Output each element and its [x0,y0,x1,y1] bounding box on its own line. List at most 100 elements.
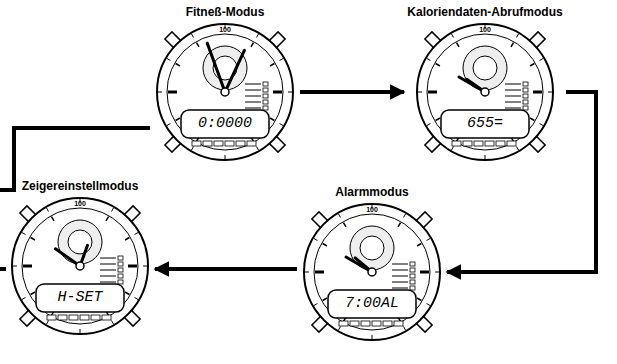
hour-tick [417,298,421,301]
mode-indicator [58,315,67,320]
scale-box [523,100,528,104]
scale-box [118,262,123,266]
bezel [304,204,440,340]
hour-tick [323,244,327,247]
mode-indicator [47,315,56,320]
mode-indicator [214,141,223,146]
hour-tick [420,271,429,274]
bezel-tick [404,327,406,330]
mode-indicator [91,315,100,320]
hour-tick [428,91,437,94]
hour-tick [344,223,347,227]
bezel [157,24,293,160]
scale-box [410,268,415,272]
bezel-tick [280,124,283,126]
bezel-tick [80,329,81,333]
hand-pivot [481,88,489,96]
scale-line [100,270,116,271]
mode-indicator [452,141,461,146]
bezel-number: 100 [357,205,387,214]
scale-box [523,88,528,92]
bezel-tick [143,266,147,267]
scale-box [263,94,268,98]
mode-indicator [192,141,201,146]
watch-mode: Kaloriendaten-Abrufmodus655=100 [404,4,566,174]
sub-dial-center [68,230,92,254]
scale-line [100,264,116,265]
hour-tick [417,244,421,247]
hour-tick [125,292,129,295]
scale-box [410,274,415,278]
mode-indicator [361,321,370,326]
mode-indicator [372,321,381,326]
watch-hand [225,50,244,92]
bezel-tick [427,124,430,126]
dial [427,34,543,150]
hour-tick [31,292,35,295]
bezel [12,198,148,334]
scale-box [118,280,123,284]
hour-tick [457,43,460,47]
hour-tick [23,265,32,268]
mode-indicator [463,141,472,146]
scale-box [118,274,123,278]
bezel-tick [192,34,194,37]
bezel-tick [47,321,49,324]
mode-indicator [485,141,494,146]
scale-line [245,90,261,91]
scale-box [118,256,123,260]
bezel-tick [517,34,519,37]
bezel-tick [288,92,292,93]
hour-tick [398,223,401,227]
mode-indicator [225,141,234,146]
sub-dial-center [360,236,384,260]
hour-tick [52,217,55,221]
mode-indicator [236,141,245,146]
lcd-display: 0:0000 [183,112,267,136]
lcd-window [328,290,416,318]
bezel-tick [225,155,226,159]
lcd-display: 7:00AL [330,292,414,316]
bezel-tick [167,59,170,61]
hour-tick [176,64,180,67]
mode-title: Kaloriendaten-Abrufmodus [404,4,566,20]
bezel-tick [372,335,373,339]
flow-arrow [155,267,297,271]
bezel-tick [192,147,194,150]
scale-box [523,94,528,98]
hour-tick [270,118,274,121]
hour-tick [251,43,254,47]
mode-indicator [383,321,392,326]
scale-line [505,90,521,91]
scale-line [245,84,261,85]
watch-mode: Alarmmodus7:00AL100 [297,184,447,354]
bezel-tick [257,34,259,37]
bezel-tick [22,298,25,300]
scale-line [392,270,408,271]
scale-box [263,100,268,104]
mode-indicator [69,315,78,320]
hour-tick [106,217,109,221]
lcd-display: 655= [443,112,527,136]
mode-indicator [507,141,516,146]
bezel-tick [517,147,519,150]
scale-line [505,102,521,103]
scale-line [245,96,261,97]
hour-tick [533,91,542,94]
scale-box [118,268,123,272]
bezel-tick [135,298,138,300]
dial [167,34,283,150]
hour-tick [168,91,177,94]
scale-line [392,276,408,277]
bezel-tick [339,327,341,330]
exit-line [0,267,6,271]
scale-line [245,102,261,103]
bezel-tick [112,321,114,324]
scale-box [410,280,415,284]
hour-tick [31,238,35,241]
watch-mode: Fitneß-Modus0:0000100 [150,4,300,174]
bezel-tick [135,233,138,235]
dial [22,208,138,324]
bezel-number: 100 [210,25,240,34]
hour-tick [270,64,274,67]
